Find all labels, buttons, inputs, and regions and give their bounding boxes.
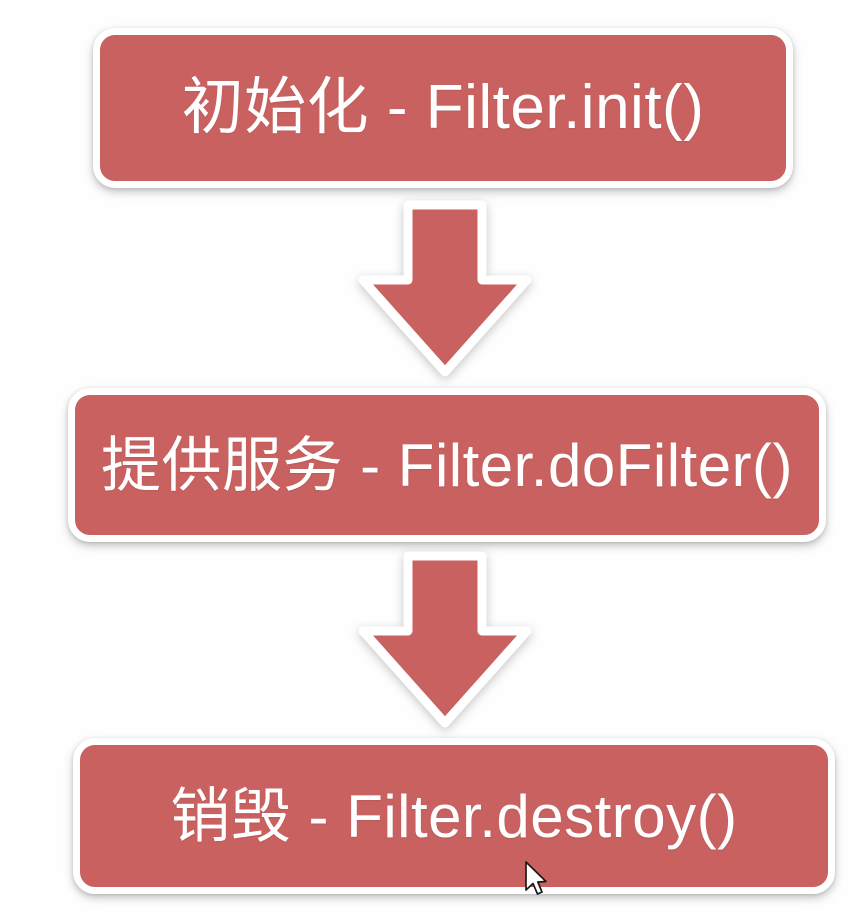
diagram-node-dofilter[interactable]: 提供服务 - Filter.doFilter(): [68, 388, 826, 542]
diagram-node-init-label: 初始化 - Filter.init(): [181, 73, 705, 143]
diagram-node-destroy[interactable]: 销毁 - Filter.destroy(): [73, 738, 835, 894]
arrow-down-icon: [345, 551, 545, 731]
arrow-down-icon: [345, 200, 545, 380]
diagram-node-destroy-label: 销毁 - Filter.destroy(): [170, 782, 738, 850]
diagram-node-dofilter-label: 提供服务 - Filter.doFilter(): [100, 431, 794, 499]
diagram-node-init[interactable]: 初始化 - Filter.init(): [93, 28, 793, 188]
